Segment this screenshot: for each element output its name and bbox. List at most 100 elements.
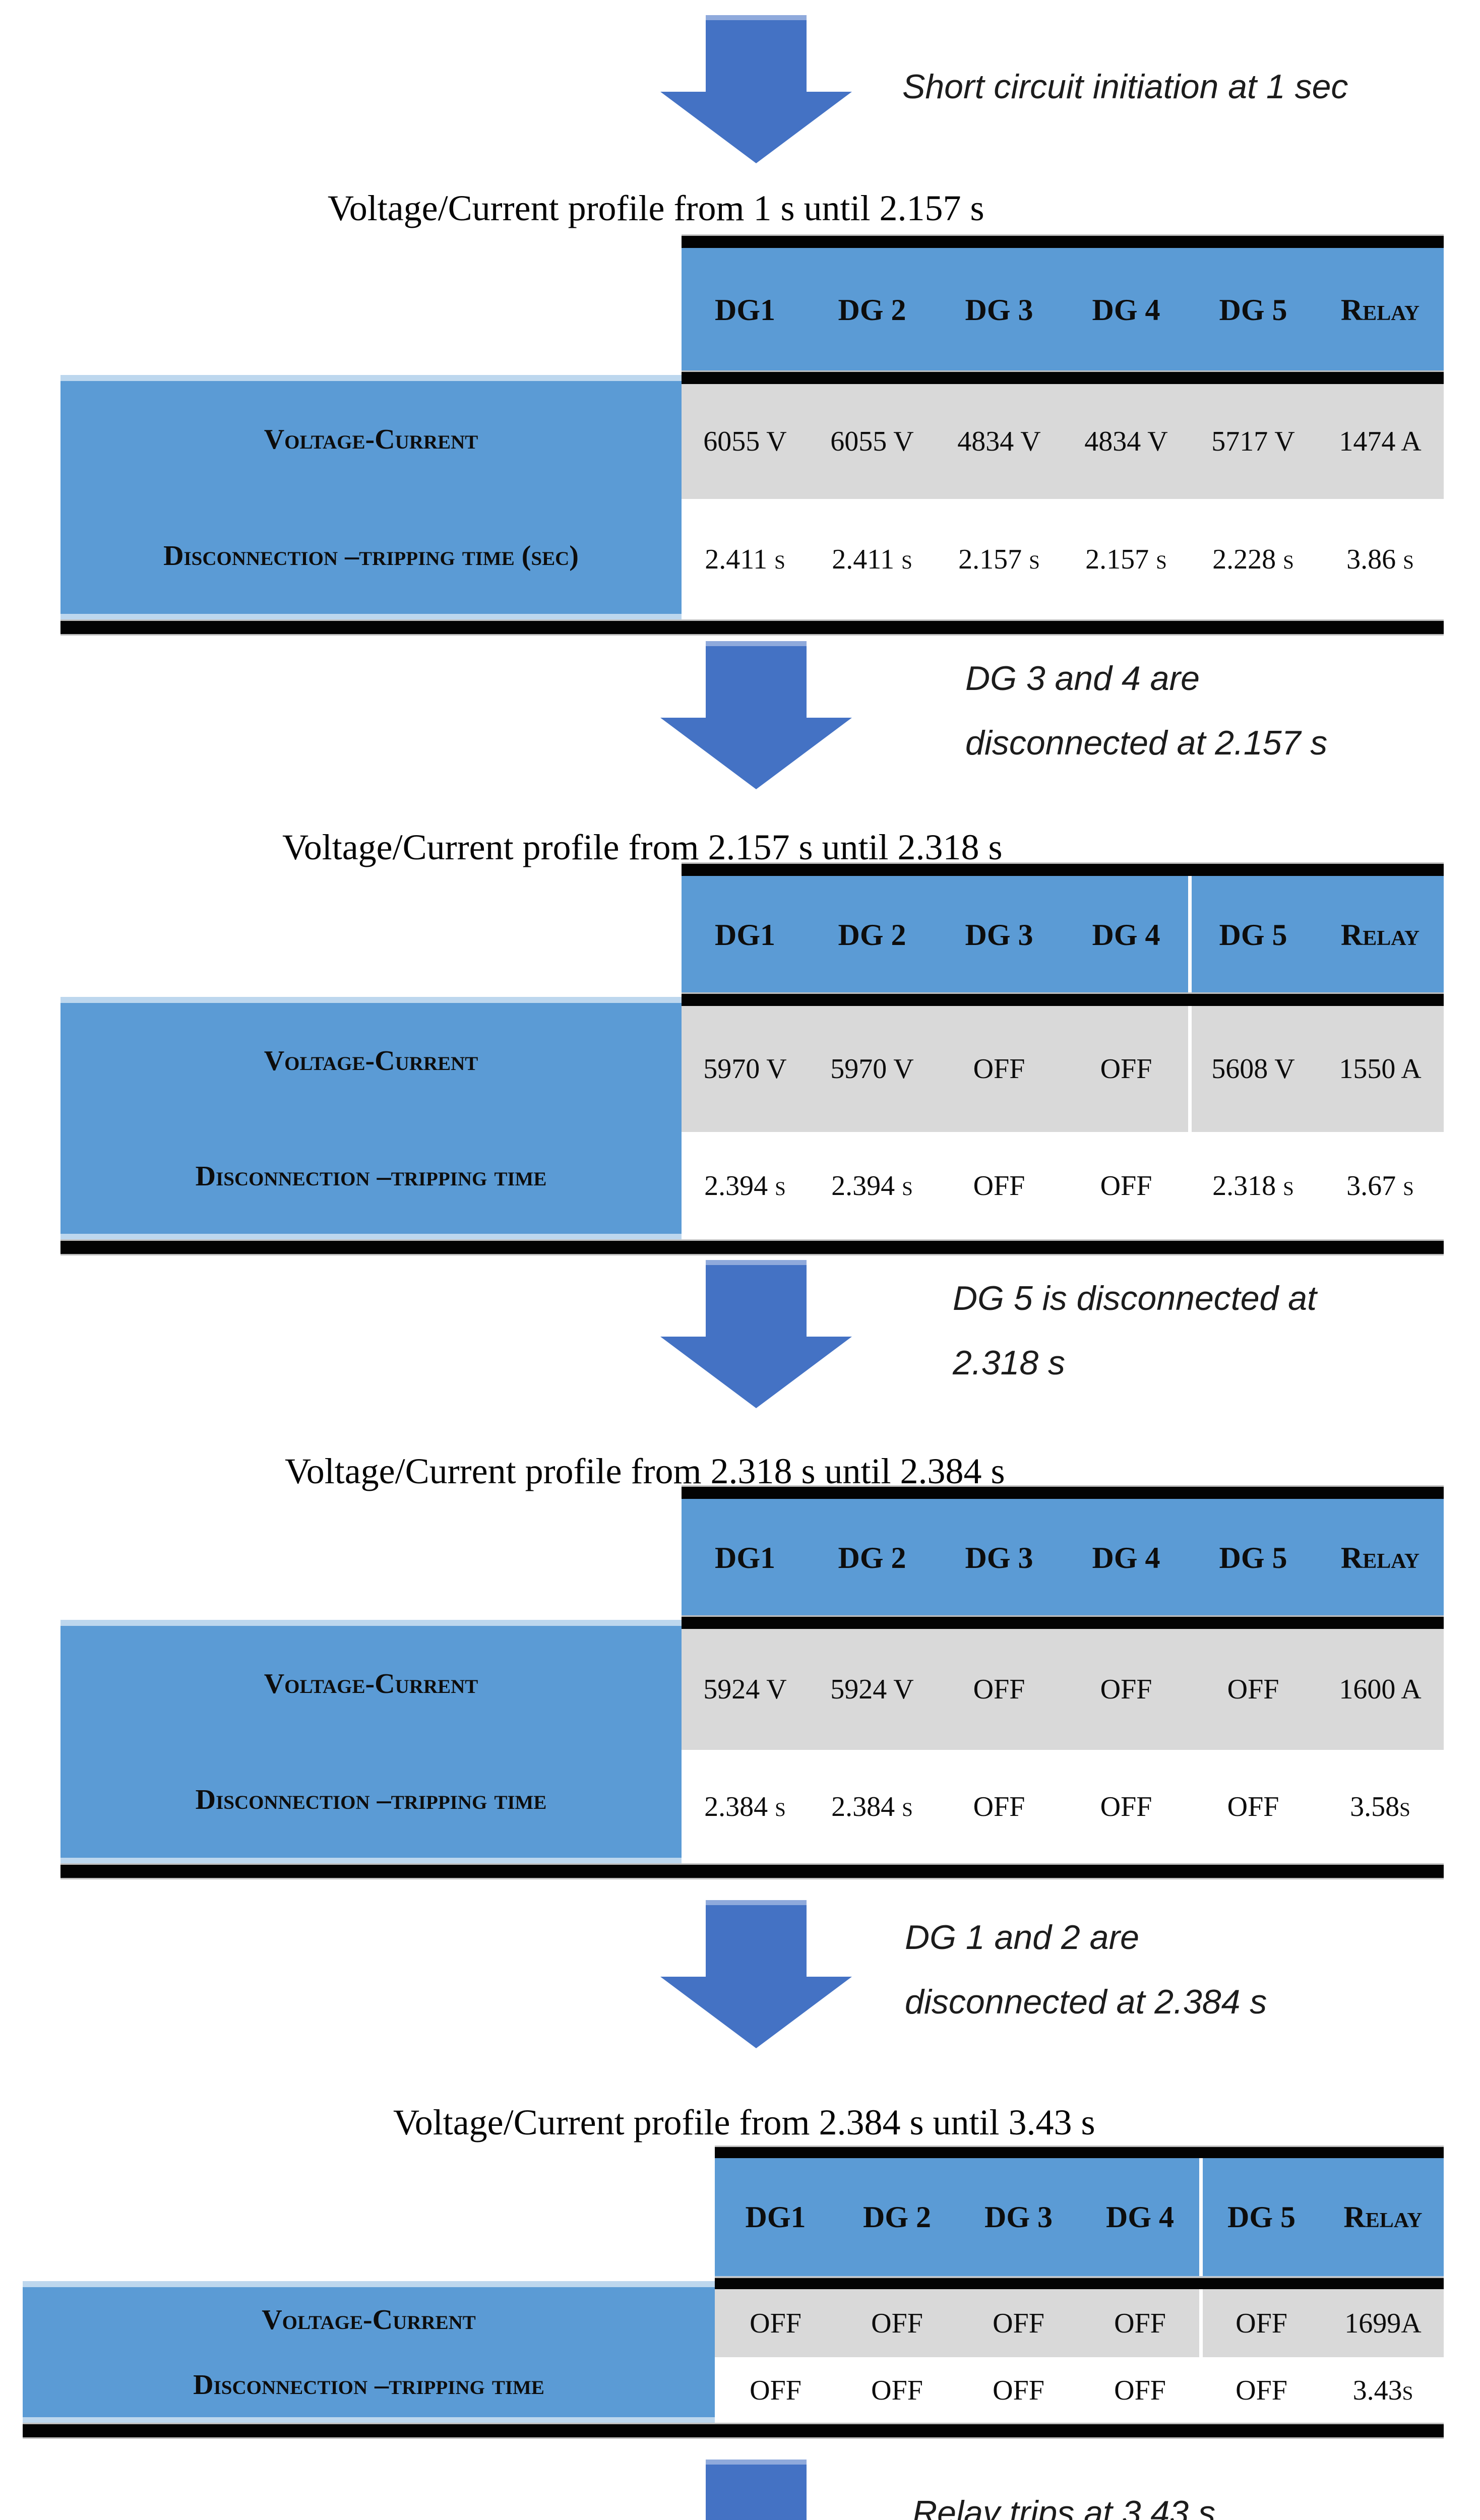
table-cell: 1699A <box>1344 2307 1422 2339</box>
row-label: Voltage-Current <box>264 423 478 455</box>
table-3-row-labels: Voltage-Current Disconnection –tripping … <box>60 1620 682 1864</box>
table-cell: 2.384 s <box>704 1791 786 1822</box>
annotation-line: disconnected at 2.157 s <box>965 724 1328 762</box>
column-header: DG1 <box>715 918 775 952</box>
table-cell: 2.228 s <box>1212 544 1294 575</box>
table-2-top-border <box>682 864 1444 876</box>
annotation-line: DG 5 is disconnected at <box>953 1279 1317 1317</box>
annotation-line: 2.318 s <box>953 1344 1066 1382</box>
row-label: Disconnection –tripping time <box>193 2369 544 2401</box>
table-cell: OFF <box>1100 1053 1152 1085</box>
table-1-row-labels: Voltage-Current Disconnection –tripping … <box>60 375 682 620</box>
column-header: DG 3 <box>984 2200 1053 2234</box>
column-header: DG 3 <box>965 918 1033 952</box>
table-cell: 3.67 s <box>1346 1170 1414 1202</box>
column-header: DG 5 <box>1227 2200 1296 2234</box>
table-cell: 5970 V <box>830 1053 914 1085</box>
column-divider <box>1188 876 1192 994</box>
table-cell: OFF <box>1114 2374 1166 2406</box>
table-cell: 4834 V <box>1084 426 1168 457</box>
column-header: DG 4 <box>1106 2200 1174 2234</box>
table-1-bottom-border <box>60 621 1444 634</box>
table-4-row-tripping: OFF OFF OFF OFF OFF 3.43s <box>715 2357 1444 2423</box>
table-cell: OFF <box>1114 2307 1166 2339</box>
table-cell: 3.86 s <box>1346 544 1414 575</box>
column-header: DG 4 <box>1092 1541 1160 1574</box>
column-header: DG 5 <box>1219 293 1287 327</box>
column-header: DG 5 <box>1219 1541 1287 1574</box>
row-label: Voltage-Current <box>262 2304 476 2336</box>
table-cell: OFF <box>1100 1674 1152 1705</box>
arrow-stem <box>706 15 807 92</box>
column-header: DG 5 <box>1219 918 1287 952</box>
column-header: Relay <box>1340 293 1420 327</box>
table-1-row-voltage: 6055 V 6055 V 4834 V 4834 V 5717 V 1474 … <box>682 384 1444 499</box>
table-1-header-underline <box>682 372 1444 384</box>
table-cell: 1474 A <box>1339 426 1422 457</box>
row-label: Disconnection –tripping time (sec) <box>163 540 579 572</box>
table-2-header-underline <box>682 994 1444 1006</box>
column-header: DG 3 <box>965 1541 1033 1574</box>
table-4-top-border <box>715 2147 1444 2158</box>
table-cell: 5717 V <box>1211 426 1295 457</box>
table-3-title: Voltage/Current profile from 2.318 s unt… <box>285 1451 1005 1491</box>
table-4-header-underline <box>715 2278 1444 2289</box>
annotation-line: Short circuit initiation at 1 sec <box>902 68 1348 106</box>
table-cell: OFF <box>973 1674 1025 1705</box>
table-1-row-tripping: 2.411 s 2.411 s 2.157 s 2.157 s 2.228 s … <box>682 499 1444 620</box>
down-arrow-icon <box>660 15 852 163</box>
annotation-dg3-dg4: DG 3 and 4 are disconnected at 2.157 s <box>965 646 1327 775</box>
column-header: DG 4 <box>1092 918 1160 952</box>
column-divider <box>1199 2158 1203 2276</box>
arrow-stem <box>706 2460 807 2520</box>
table-cell: 2.384 s <box>831 1791 913 1822</box>
table-cell: 3.43s <box>1352 2374 1413 2406</box>
column-header: DG 3 <box>965 293 1033 327</box>
table-3-top-border <box>682 1487 1444 1499</box>
column-header: DG1 <box>715 293 775 327</box>
table-cell: 5970 V <box>703 1053 787 1085</box>
column-header: DG1 <box>715 1541 775 1574</box>
column-header: DG1 <box>745 2200 806 2234</box>
annotation-relay-trips: Relay trips at 3.43 s <box>912 2481 1215 2520</box>
down-arrow-icon <box>660 1260 852 1408</box>
table-cell: OFF <box>1100 1791 1152 1822</box>
table-cell: OFF <box>1236 2307 1287 2339</box>
annotation-short-circuit: Short circuit initiation at 1 sec <box>902 54 1348 119</box>
table-cell: 1550 A <box>1339 1053 1422 1085</box>
arrow-head <box>660 718 852 789</box>
table-cell: 5608 V <box>1211 1053 1295 1085</box>
table-cell: 5924 V <box>703 1674 787 1705</box>
table-2-header-row: DG1 DG 2 DG 3 DG 4 DG 5 Relay <box>682 876 1444 999</box>
down-arrow-icon <box>660 1900 852 2048</box>
annotation-line: DG 3 and 4 are <box>965 659 1200 698</box>
arrow-head <box>660 1337 852 1408</box>
row-label: Voltage-Current <box>264 1045 478 1077</box>
table-cell: 2.411 s <box>705 544 785 575</box>
annotation-line: DG 1 and 2 are <box>905 1918 1139 1957</box>
table-3-bottom-border <box>60 1865 1444 1878</box>
table-cell: OFF <box>1236 2374 1287 2406</box>
down-arrow-icon <box>660 641 852 789</box>
table-cell: 4834 V <box>957 426 1041 457</box>
table-2-row-labels: Voltage-Current Disconnection –tripping … <box>60 997 682 1240</box>
table-cell: OFF <box>973 1170 1025 1202</box>
table-cell: 2.157 s <box>1085 544 1167 575</box>
annotation-line: disconnected at 2.384 s <box>905 1983 1267 2021</box>
table-cell: 6055 V <box>703 426 787 457</box>
table-cell: OFF <box>1100 1170 1152 1202</box>
table-3-row-tripping: 2.384 s 2.384 s OFF OFF OFF 3.58s <box>682 1750 1444 1864</box>
table-cell: 2.157 s <box>958 544 1040 575</box>
table-1-header-row: DG1 DG 2 DG 3 DG 4 DG 5 Relay <box>682 248 1444 377</box>
table-cell: OFF <box>993 2307 1044 2339</box>
column-header: DG 2 <box>838 1541 906 1574</box>
annotation-line: Relay trips at 3.43 s <box>912 2494 1215 2520</box>
table-cell: 2.394 s <box>704 1170 786 1202</box>
table-cell: OFF <box>973 1791 1025 1822</box>
table-cell: OFF <box>871 2307 923 2339</box>
table-4-bottom-border <box>23 2424 1444 2437</box>
table-1-title: Voltage/Current profile from 1 s until 2… <box>328 188 984 228</box>
table-2-row-voltage: 5970 V 5970 V OFF OFF 5608 V 1550 A <box>682 1006 1444 1132</box>
table-cell: 2.318 s <box>1212 1170 1294 1202</box>
